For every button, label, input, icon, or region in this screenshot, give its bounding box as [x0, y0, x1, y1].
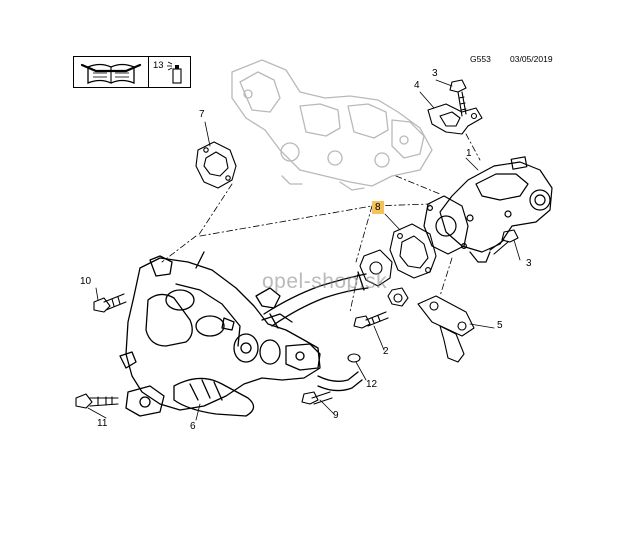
- callout-1: 1: [466, 148, 472, 159]
- diagram-code: G553: [470, 54, 491, 64]
- bracket-4: [427, 103, 483, 135]
- flange-5: [417, 295, 475, 363]
- wrench-manual-icon: [80, 63, 142, 84]
- egr-pipe: [263, 271, 369, 392]
- callout-2: 2: [383, 346, 389, 357]
- spray-can-icon: [167, 61, 182, 84]
- egr-cooler-6: [119, 251, 321, 417]
- callout-7: 7: [199, 109, 205, 120]
- callout-5: 5: [497, 320, 503, 331]
- gasket-8: [389, 223, 437, 279]
- exhaust-manifold-ghost: [231, 59, 433, 191]
- bolt-9: [301, 391, 333, 405]
- bolt-2: [353, 311, 389, 329]
- bolt-10: [93, 293, 127, 313]
- callout-4: 4: [414, 80, 420, 91]
- callout-8: 8: [372, 201, 384, 214]
- callout-3-upper: 3: [432, 68, 438, 79]
- assembly-lines: [161, 133, 481, 313]
- tool-box-label: 13: [153, 60, 164, 71]
- o-ring-12: [347, 353, 361, 363]
- egr-valve-1: [423, 156, 553, 263]
- callout-12: 12: [366, 379, 378, 390]
- leader-lines: [87, 79, 521, 421]
- callout-6: 6: [190, 421, 196, 432]
- pipe-gasket: [359, 249, 409, 307]
- callout-9: 9: [333, 410, 339, 421]
- watermark: opel-shop.sk: [262, 270, 388, 293]
- bolt-3-upper: [449, 79, 467, 117]
- gasket-7: [195, 141, 237, 189]
- callout-3-lower: 3: [526, 258, 532, 269]
- callout-11: 11: [97, 418, 108, 429]
- callout-10: 10: [80, 276, 92, 287]
- diagram-date: 03/05/2019: [510, 54, 553, 64]
- bolt-3-lower: [489, 229, 519, 255]
- tool-box: 13: [73, 56, 191, 88]
- bolt-11: [75, 393, 119, 409]
